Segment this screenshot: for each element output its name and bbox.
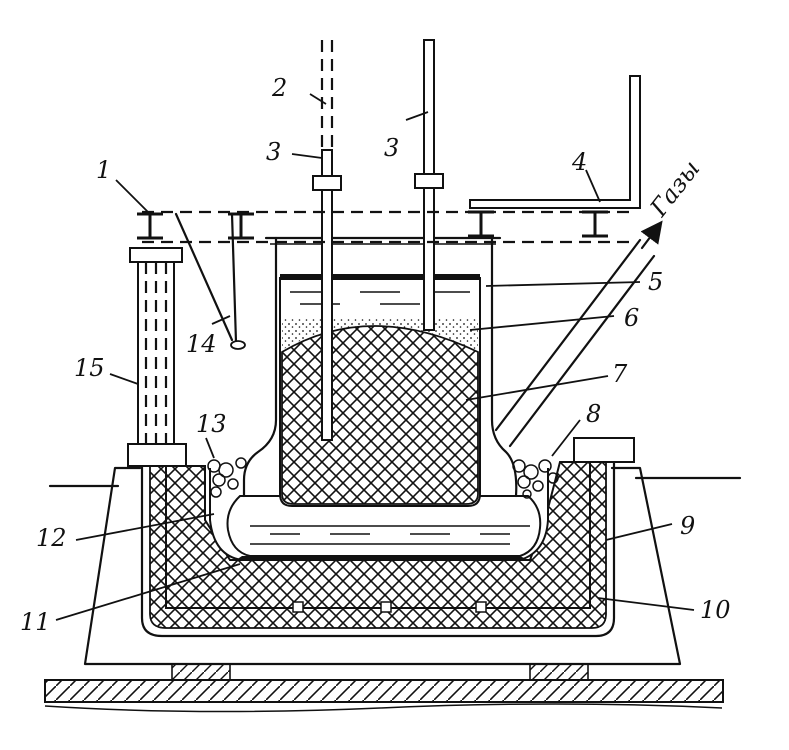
support-column — [127, 247, 187, 467]
callout-13: 13 — [196, 410, 227, 438]
callout-4: 4 — [571, 148, 587, 176]
anode-pins — [312, 39, 444, 441]
callout-10: 10 — [700, 596, 731, 624]
callout-2: 2 — [271, 74, 287, 102]
right-support-block — [573, 437, 635, 463]
callout-5: 5 — [648, 268, 663, 296]
anode-casing — [242, 236, 518, 498]
callout-1: 1 — [96, 156, 111, 184]
busbar-frame — [137, 75, 641, 244]
callout-8: 8 — [586, 400, 601, 428]
anode-block — [279, 274, 481, 507]
callout-3-right: 3 — [384, 134, 399, 162]
crust-lumps — [207, 457, 559, 499]
outer-housing — [48, 466, 742, 666]
callout-12: 12 — [36, 524, 67, 552]
floor — [44, 663, 724, 713]
callout-14: 14 — [186, 330, 217, 358]
callout-3-left: 3 — [266, 138, 281, 166]
callout-7: 7 — [612, 360, 628, 388]
gas-outlet-pipe — [494, 220, 663, 448]
lining-bars — [292, 601, 487, 613]
callout-15: 15 — [74, 354, 105, 382]
callout-6: 6 — [624, 304, 639, 332]
callout-9: 9 — [680, 512, 695, 540]
leader-lines — [55, 93, 695, 621]
callout-11: 11 — [20, 608, 51, 636]
hook-rod — [174, 212, 246, 350]
gas-outlet-label: Газы — [644, 155, 705, 223]
